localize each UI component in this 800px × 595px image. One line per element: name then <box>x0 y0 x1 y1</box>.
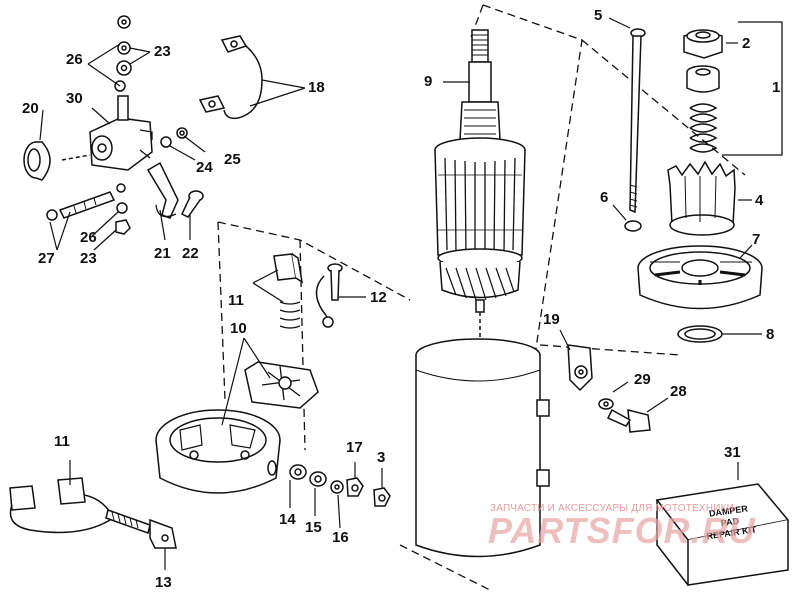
callout-9: 9 <box>424 73 433 90</box>
callout-1: 1 <box>772 79 781 96</box>
callout-20: 20 <box>22 100 39 117</box>
callout-12: 12 <box>370 289 387 306</box>
callout-17: 17 <box>346 439 363 456</box>
boot-leader <box>61 154 91 161</box>
callout-30: 30 <box>66 90 83 107</box>
bracket-screw <box>181 190 204 218</box>
drive-end-cap <box>637 245 763 310</box>
callout-5: 5 <box>594 7 603 24</box>
terminal-washers-nuts <box>289 464 391 507</box>
lead-wire <box>198 35 263 120</box>
switch-assembly <box>89 15 153 171</box>
group-bracket <box>722 21 783 156</box>
frame-clamp-parts <box>567 344 651 433</box>
switch-bracket <box>146 161 179 219</box>
watermark-brand: PARTSFOR.RU <box>488 510 756 551</box>
thrust-washer <box>677 325 723 343</box>
callout-6: 6 <box>600 189 609 206</box>
callout-7: 7 <box>752 231 761 248</box>
washer-25 <box>176 127 188 139</box>
callout-3: 3 <box>377 449 386 466</box>
callout-22: 22 <box>182 245 199 262</box>
callout-25: 25 <box>224 151 241 168</box>
starter-frame <box>415 338 550 558</box>
callout-14: 14 <box>279 511 296 528</box>
bolt-washer <box>624 220 642 232</box>
washer-24 <box>160 136 172 148</box>
callout-23-top: 23 <box>154 43 171 60</box>
callout-16: 16 <box>332 529 349 546</box>
callout-29: 29 <box>634 371 651 388</box>
callout-2: 2 <box>742 35 751 52</box>
dashed-outline <box>217 4 746 591</box>
lead-terminal <box>46 183 131 235</box>
callout-31: 31 <box>724 444 741 461</box>
callout-10: 10 <box>230 320 247 337</box>
brush-and-spring <box>273 253 304 329</box>
armature <box>434 29 526 350</box>
callout-15: 15 <box>305 519 322 536</box>
rubber-boot <box>23 141 51 181</box>
callout-24: 24 <box>196 159 213 176</box>
pinion-nut-assembly <box>683 29 723 153</box>
lower-brush-set <box>9 477 177 549</box>
brush-lead-screw <box>315 263 343 328</box>
callout-26-bottom: 26 <box>80 229 97 246</box>
callout-11-upper: 11 <box>228 292 244 309</box>
drive-pinion <box>667 160 736 236</box>
callout-18: 18 <box>308 79 325 96</box>
callout-8: 8 <box>766 326 775 343</box>
callout-23-bottom: 23 <box>80 250 97 267</box>
commutator-end-cap <box>155 409 281 494</box>
brush-holder-plate <box>244 361 319 409</box>
leader-lines <box>39 17 762 570</box>
callout-27: 27 <box>38 250 55 267</box>
callout-28: 28 <box>670 383 687 400</box>
callout-11-lower: 11 <box>54 433 70 450</box>
through-bolt <box>629 28 646 214</box>
watermark-tagline: ЗАПЧАСТИ И АКСЕССУАРЫ ДЛЯ МОТОТЕХНИКИ <box>490 503 735 514</box>
callout-4: 4 <box>755 192 764 209</box>
callout-21: 21 <box>154 245 171 262</box>
damper-kit-box <box>655 483 790 586</box>
callout-26-top: 26 <box>66 51 83 68</box>
callout-19: 19 <box>543 311 560 328</box>
callout-13: 13 <box>155 574 172 591</box>
